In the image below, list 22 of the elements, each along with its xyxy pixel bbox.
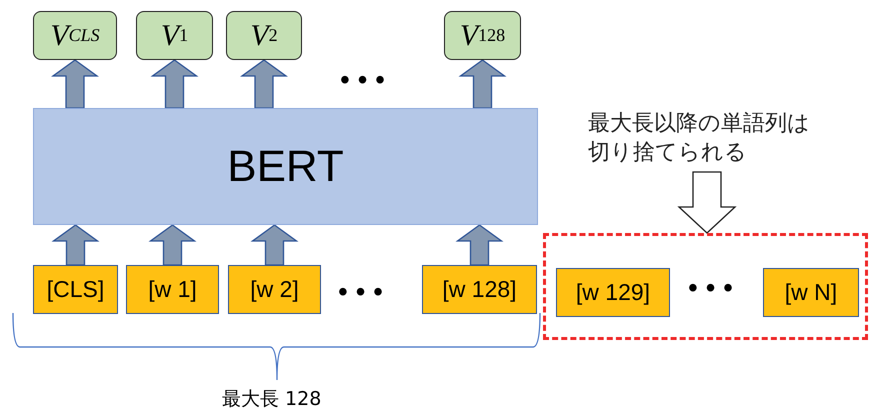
block-arrow [51,59,99,109]
token-box: [w N] [763,268,859,317]
token-box: [w 128] [422,265,537,314]
token-box: [w 1] [126,265,219,314]
block-arrow [148,224,196,266]
block-arrow [458,59,506,109]
ellipsis: • • • [340,64,385,96]
note-text: 最大長以降の単語列は切り捨てられる [588,106,824,172]
block-arrow [677,171,737,234]
token-box: [CLS] [33,265,118,314]
token-box: [w 129] [556,268,670,317]
ellipsis: • • • [338,276,383,308]
ellipsis: • • • [688,272,733,304]
model-box: BERT [33,108,538,225]
brace-label: 最大長 128 [222,387,322,412]
block-arrow [250,224,298,266]
block-arrow [240,59,288,109]
block-arrow [52,224,100,266]
truncated-region-box [543,233,868,340]
block-arrow [150,59,198,109]
block-arrow [456,224,504,266]
token-box: [w 2] [228,265,321,314]
